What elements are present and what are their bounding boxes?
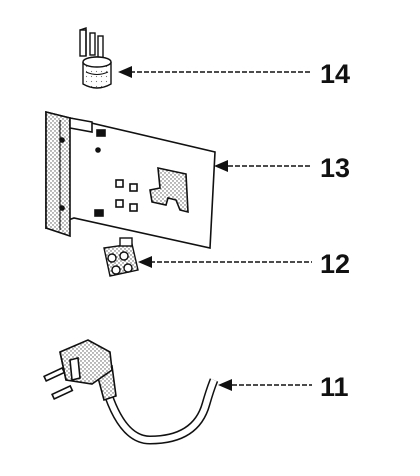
callout-11: 11 (320, 372, 349, 402)
callout-12: 12 (320, 249, 350, 279)
leader-line-13 (214, 160, 310, 172)
leader-line-11 (218, 379, 312, 391)
mounting-plate-part (45, 110, 216, 249)
terminal-block-part (103, 237, 139, 277)
callout-13: 13 (320, 153, 350, 183)
leader-line-14 (118, 66, 312, 78)
callout-14: 14 (320, 59, 350, 89)
capacitor-part (79, 27, 112, 89)
power-cord-part (43, 339, 219, 445)
leader-line-12 (138, 256, 312, 268)
